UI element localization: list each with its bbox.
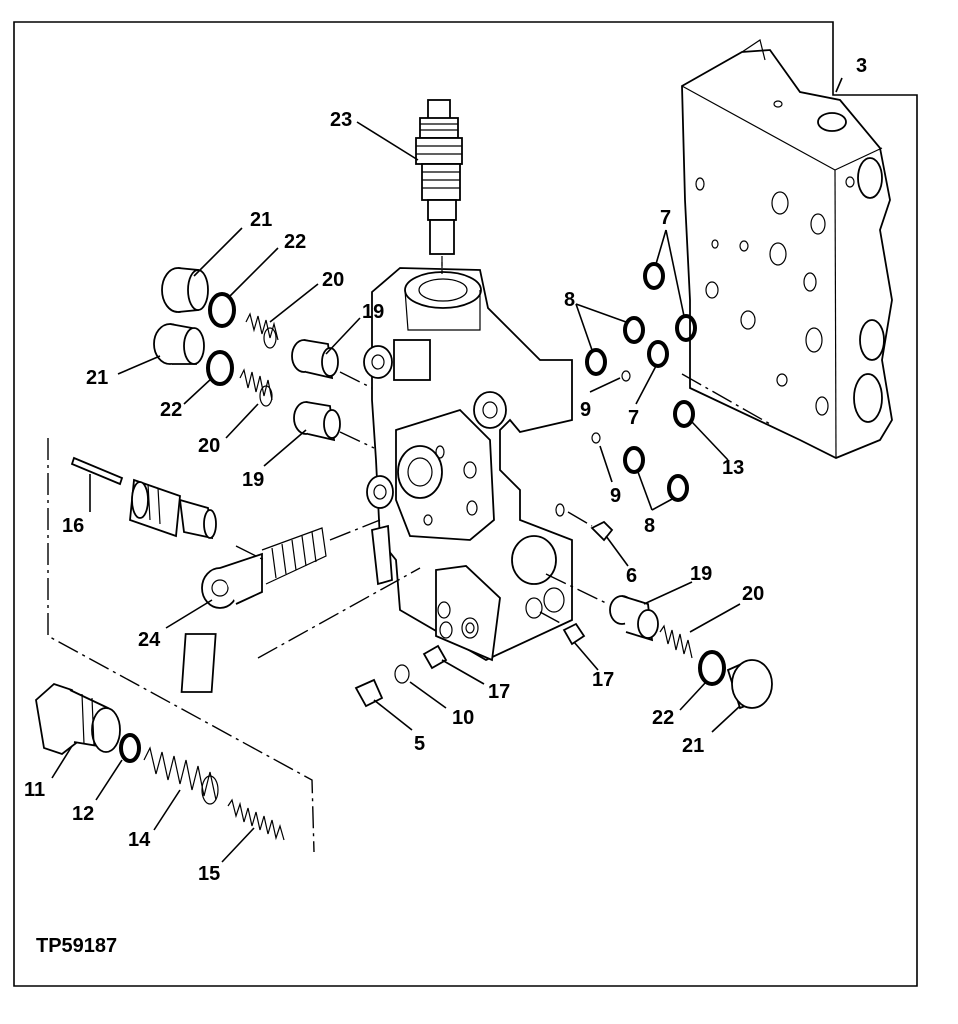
leader-lines <box>51 77 843 863</box>
callout-19-right: 19 <box>690 563 712 585</box>
assembly-line-9 <box>567 511 593 527</box>
callout-21-right: 21 <box>682 735 704 757</box>
assembly-line-plate <box>257 567 421 659</box>
callout-12: 12 <box>72 803 94 825</box>
callout-20-lower: 20 <box>198 435 220 457</box>
callout-20-right: 20 <box>742 583 764 605</box>
spool-assembly <box>129 478 217 540</box>
callout-6: 6 <box>626 565 637 587</box>
callout-5: 5 <box>414 733 425 755</box>
spring-14 <box>143 746 219 805</box>
assembly-line-19 <box>545 573 609 605</box>
assembly-line-spool <box>47 438 315 853</box>
piston-19-right <box>609 595 659 642</box>
plug-5 <box>354 678 384 708</box>
plug-17-left <box>422 644 448 670</box>
callout-22-right: 22 <box>652 707 674 729</box>
plug-11 <box>35 682 121 756</box>
plug-6 <box>590 520 614 542</box>
callout-16: 16 <box>62 515 84 537</box>
cap-screw-24 <box>201 527 327 609</box>
callout-7-top: 7 <box>660 207 671 229</box>
valve-housing-3 <box>681 39 893 459</box>
plug-21-lower <box>153 323 205 365</box>
o-ring-8-upper-b <box>585 348 607 376</box>
o-ring-8-upper-a <box>623 316 645 344</box>
spring-20-upper <box>245 312 279 349</box>
o-ring-8-lower-a <box>623 446 645 474</box>
callout-13: 13 <box>722 457 744 479</box>
diagram-frame <box>13 21 918 987</box>
callout-24: 24 <box>138 629 161 651</box>
spring-20-lower <box>239 368 273 407</box>
plug-17-right <box>562 622 586 646</box>
o-ring-22-lower <box>206 350 234 386</box>
callout-8-upper: 8 <box>564 289 575 311</box>
callout-21-upper: 21 <box>250 209 272 231</box>
assembly-line-left-19b <box>339 431 375 449</box>
callout-7-lower: 7 <box>628 407 639 429</box>
callout-19-upper: 19 <box>362 301 384 323</box>
piston-19-lower <box>293 401 341 442</box>
o-ring-7-top <box>643 262 665 290</box>
o-ring-12 <box>119 733 141 763</box>
callout-19-lower: 19 <box>242 469 264 491</box>
label-plate <box>180 633 217 693</box>
callout-8-lower: 8 <box>644 515 655 537</box>
pin-9-upper <box>621 370 631 382</box>
pin-9-lower <box>591 432 601 444</box>
callout-22-lower: 22 <box>160 399 182 421</box>
assembly-line-spool-2 <box>235 545 265 561</box>
o-ring-7-lower <box>647 340 669 368</box>
valve-body <box>363 267 573 662</box>
relief-valve-23 <box>415 99 463 268</box>
spring-15 <box>227 798 285 841</box>
callout-21-lower: 21 <box>86 367 108 389</box>
figure-id: TP59187 <box>36 935 117 957</box>
callout-17-left: 17 <box>488 681 510 703</box>
callout-10: 10 <box>452 707 474 729</box>
o-ring-22-right <box>698 650 726 686</box>
spring-20-right <box>659 624 693 659</box>
piston-19-upper <box>291 339 339 380</box>
plug-21-right <box>726 659 773 710</box>
assembly-line-screw <box>329 519 381 541</box>
assembly-line-17 <box>539 611 563 625</box>
o-ring-10 <box>394 664 410 684</box>
callout-17-right: 17 <box>592 669 614 691</box>
callout-14: 14 <box>128 829 151 851</box>
callout-15: 15 <box>198 863 220 885</box>
callout-11: 11 <box>24 779 45 801</box>
pin-16 <box>70 456 124 486</box>
plug-21-upper <box>161 267 209 313</box>
callout-23: 23 <box>330 109 352 131</box>
o-ring-7-mid <box>675 314 697 342</box>
callout-9-lower: 9 <box>610 485 621 507</box>
assembly-line-housing <box>681 373 771 425</box>
callout-3: 3 <box>856 55 867 77</box>
o-ring-13 <box>673 400 695 428</box>
assembly-line-left-19 <box>339 371 373 389</box>
callout-9-upper: 9 <box>580 399 591 421</box>
callout-22-upper: 22 <box>284 231 306 253</box>
o-ring-22-upper <box>208 292 236 328</box>
callout-20-upper: 20 <box>322 269 344 291</box>
o-ring-8-lower-b <box>667 474 689 502</box>
